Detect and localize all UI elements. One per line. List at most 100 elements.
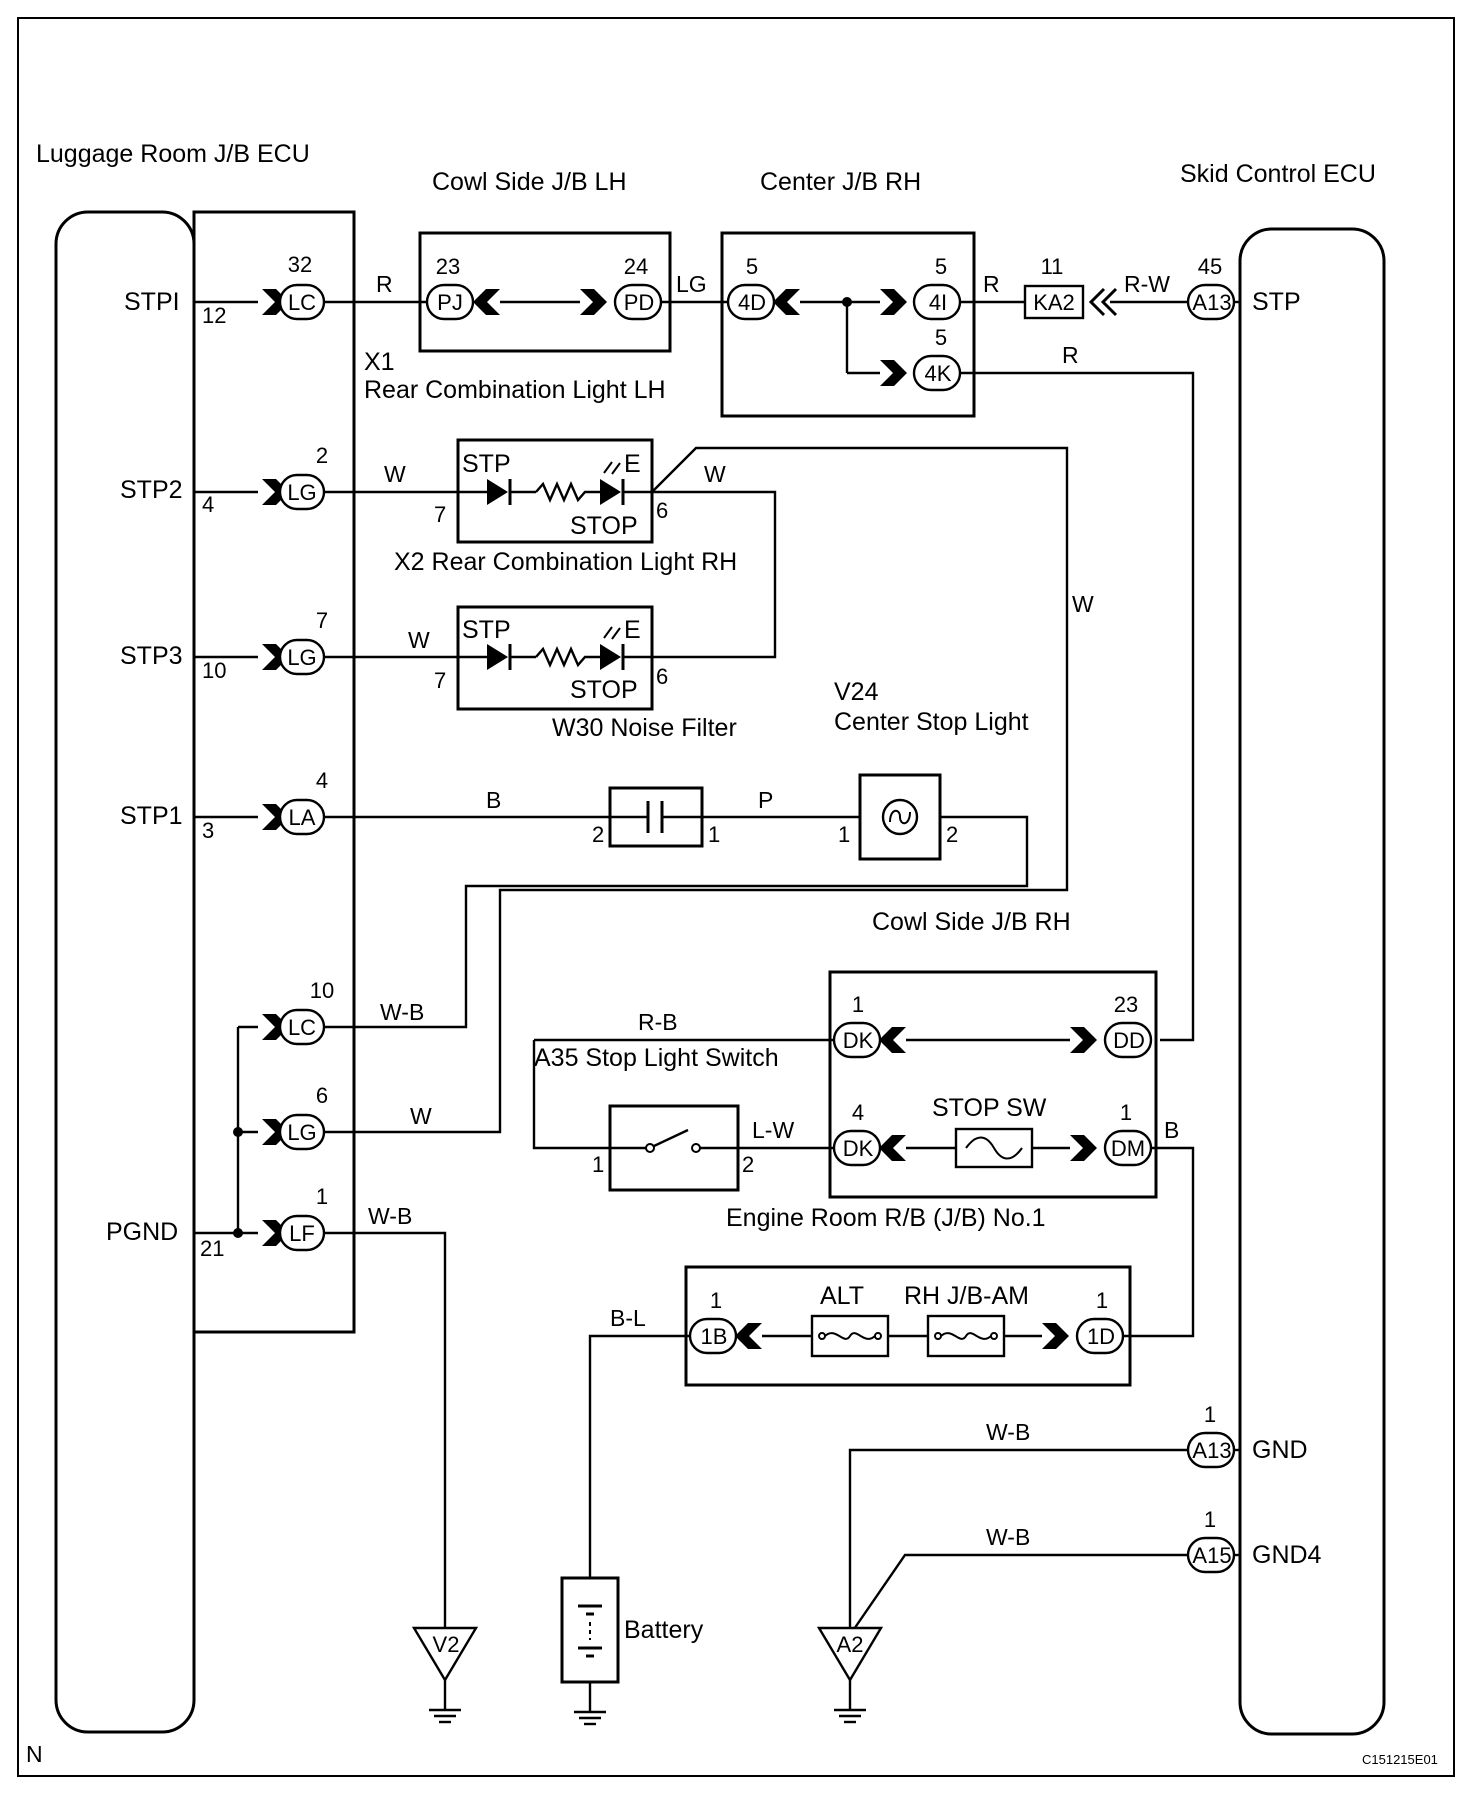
svg-text:A15: A15 xyxy=(1192,1543,1231,1568)
luggage-jb-body xyxy=(192,210,356,1334)
svg-text:LA: LA xyxy=(289,805,316,830)
svg-text:5: 5 xyxy=(935,325,947,350)
wire-color-b-stp1: B xyxy=(486,787,501,813)
wire-color-w-stp3: W xyxy=(408,627,430,653)
connector-lc-32: 32 LC xyxy=(260,252,326,321)
battery-label: Battery xyxy=(624,1616,704,1644)
a35-stop-light-switch[interactable] xyxy=(608,1104,740,1192)
cowl-side-lh-box xyxy=(418,231,672,353)
rh-jb-am-label: RH J/B-AM xyxy=(904,1282,1029,1310)
pin-w30-in: 7 xyxy=(434,668,446,693)
terminal-gnd4: GND4 xyxy=(1252,1541,1322,1569)
footer-left-code: N xyxy=(26,1741,43,1767)
svg-text:1: 1 xyxy=(1096,1288,1108,1313)
svg-text:10: 10 xyxy=(310,978,334,1003)
connector-ka2-11: 11 KA2 xyxy=(1023,254,1085,320)
noise-filter-capacitor xyxy=(608,786,704,848)
pin-x2-out: 6 xyxy=(656,498,668,523)
wire-color-wb-gnd4: W-B xyxy=(986,1524,1030,1550)
svg-text:5: 5 xyxy=(935,254,947,279)
engine-room-rb-box xyxy=(828,970,1158,1199)
rh-jb-am-fuse xyxy=(926,1314,1006,1358)
v24-name: Center Stop Light xyxy=(834,708,1029,736)
svg-text:LG: LG xyxy=(287,1120,316,1145)
svg-text:LC: LC xyxy=(288,1015,316,1040)
w30-noise-filter: STP E STOP xyxy=(456,605,654,711)
v24-center-stop-light xyxy=(858,773,942,861)
svg-text:1B: 1B xyxy=(701,1324,728,1349)
svg-text:5: 5 xyxy=(746,254,758,279)
x1-code: X1 xyxy=(364,348,395,376)
connector-pj-23: 23 PJ xyxy=(425,254,475,321)
luggage-jb-ecu-label: Luggage Room J/B ECU xyxy=(36,140,310,168)
connector-dk-1: 1 DK xyxy=(832,992,882,1059)
wire-color-lg: LG xyxy=(676,271,707,297)
wire-color-lw: L-W xyxy=(752,1117,794,1143)
connector-dd-23: 23 DD xyxy=(1103,992,1153,1059)
svg-text:STP: STP xyxy=(462,450,511,478)
connector-lg-7: 7 LG xyxy=(260,608,328,676)
x2-label: X2 Rear Combination Light RH xyxy=(394,548,737,576)
wire-color-w-stp2: W xyxy=(384,461,406,487)
connector-lg-6: 6 LG xyxy=(260,1083,328,1151)
svg-text:32: 32 xyxy=(288,252,312,277)
terminal-stp3: STP3 xyxy=(120,642,183,670)
connector-la-4: 4 LA xyxy=(260,768,328,836)
svg-text:2: 2 xyxy=(316,443,328,468)
pin-v24-left: 1 xyxy=(838,822,850,847)
svg-text:DM: DM xyxy=(1111,1136,1145,1161)
battery-symbol xyxy=(560,1576,620,1684)
svg-text:1: 1 xyxy=(852,992,864,1017)
connector-1d-1: 1 1D xyxy=(1075,1288,1125,1355)
terminal-stp: STP xyxy=(1252,288,1301,316)
wire-color-rb: R-B xyxy=(638,1009,678,1035)
footer-drawing-id: C151215E01 xyxy=(1362,1752,1438,1767)
pin-pgnd: 21 xyxy=(200,1236,224,1261)
wire-color-w-vertical: W xyxy=(1072,591,1094,617)
connector-4i-5: 5 4I xyxy=(912,254,962,321)
svg-text:4: 4 xyxy=(316,768,328,793)
wire-color-wb-gnd: W-B xyxy=(986,1419,1030,1445)
pin-stp2: 4 xyxy=(202,492,214,517)
wire-color-w-lg6: W xyxy=(410,1103,432,1129)
center-jb-rh-box xyxy=(720,231,976,418)
connector-1b-1: 1 1B xyxy=(688,1288,738,1355)
svg-text:23: 23 xyxy=(1114,992,1138,1017)
svg-text:LG: LG xyxy=(287,480,316,505)
center-jb-rh-label: Center J/B RH xyxy=(760,168,921,196)
connector-a13-stp: 45 A13 xyxy=(1186,254,1236,321)
svg-text:PJ: PJ xyxy=(437,290,463,315)
svg-text:24: 24 xyxy=(624,254,648,279)
connector-lf-1: 1 LF xyxy=(260,1184,328,1252)
wire-color-wb-lc10: W-B xyxy=(380,999,424,1025)
svg-text:DD: DD xyxy=(1113,1028,1145,1053)
pin-sw-right: 2 xyxy=(742,1152,754,1177)
pin-stp3: 10 xyxy=(202,658,226,683)
frame-border xyxy=(17,17,1455,1777)
svg-text:LG: LG xyxy=(287,645,316,670)
svg-text:4: 4 xyxy=(852,1100,864,1125)
connector-4d-5: 5 4D xyxy=(726,254,776,321)
stop-sw-fuse xyxy=(954,1127,1034,1169)
svg-text:11: 11 xyxy=(1041,254,1064,279)
wire-color-r-stpi: R xyxy=(376,271,393,297)
svg-text:1: 1 xyxy=(316,1184,328,1209)
svg-text:6: 6 xyxy=(316,1083,328,1108)
wire-color-bl: B-L xyxy=(610,1305,646,1331)
svg-text:A13: A13 xyxy=(1192,290,1231,315)
svg-text:7: 7 xyxy=(316,608,328,633)
svg-text:23: 23 xyxy=(436,254,460,279)
connector-a13-gnd: 1 A13 xyxy=(1186,1402,1236,1469)
stop-sw-label: STOP SW xyxy=(932,1094,1047,1122)
a35-label: A35 Stop Light Switch xyxy=(534,1044,779,1072)
svg-text:1: 1 xyxy=(1204,1402,1216,1427)
x1-name: Rear Combination Light LH xyxy=(364,376,666,404)
connector-4k-5: 5 4K xyxy=(912,325,962,392)
v24-code: V24 xyxy=(834,678,879,706)
wire-color-rw: R-W xyxy=(1124,271,1170,297)
cowl-side-rh-label: Cowl Side J/B RH xyxy=(872,908,1071,936)
connector-dk-4: 4 DK xyxy=(832,1100,882,1167)
svg-text:E: E xyxy=(624,616,641,644)
terminal-stpi: STPI xyxy=(124,288,180,316)
